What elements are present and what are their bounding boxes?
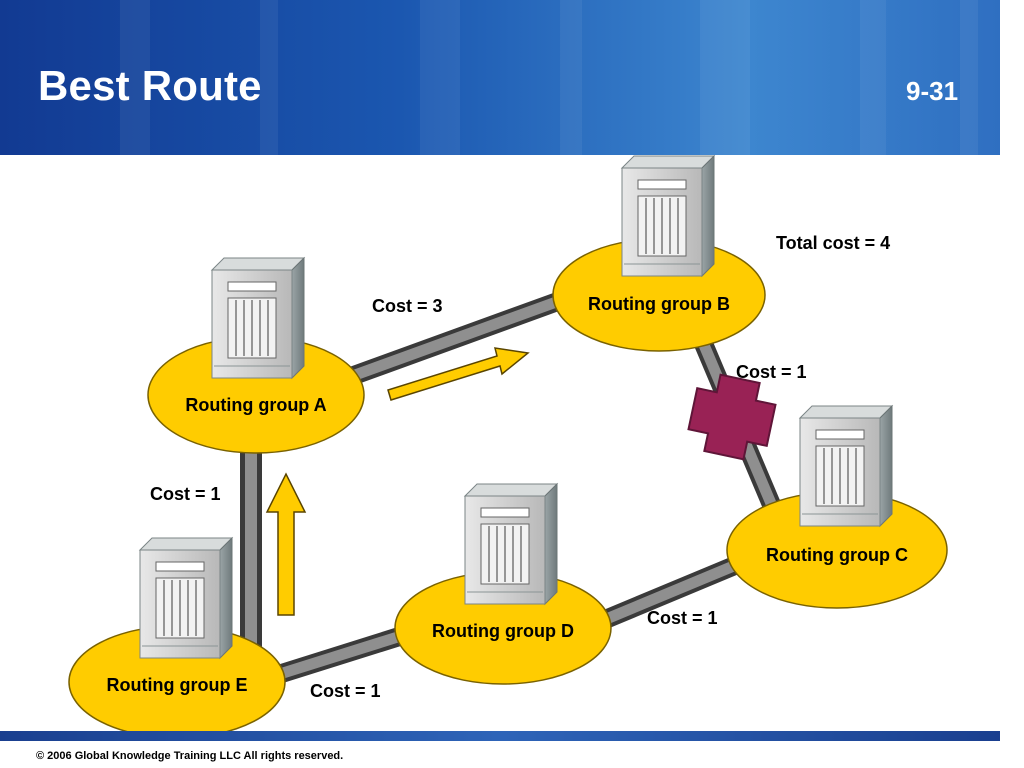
routing-group-d-label: Routing group D — [432, 621, 574, 641]
routing-group-d[interactable]: Routing group D — [394, 483, 612, 685]
routing-group-a[interactable]: Routing group A — [147, 257, 365, 454]
server-icon — [211, 257, 305, 379]
cost-label-e-a: Cost = 1 — [150, 484, 221, 504]
title-banner — [0, 0, 1000, 155]
route-arrow-diagonal-icon — [387, 347, 530, 401]
routing-group-e-label: Routing group E — [107, 675, 248, 695]
cost-label-b-c: Cost = 1 — [736, 362, 807, 382]
footer-bar — [0, 731, 1000, 741]
cost-label-a-b: Cost = 3 — [372, 296, 443, 316]
routing-group-b[interactable]: Routing group B — [552, 155, 766, 352]
copyright-text: © 2006 Global Knowledge Training LLC All… — [36, 750, 344, 762]
routing-group-b-label: Routing group B — [588, 294, 730, 314]
route-arrow-up-icon — [265, 472, 307, 616]
link-e-a — [240, 440, 262, 655]
routing-group-a-label: Routing group A — [185, 395, 326, 415]
server-icon — [464, 483, 558, 605]
routing-group-c[interactable]: Routing group C — [726, 405, 948, 609]
slide-title: Best Route — [38, 62, 262, 109]
server-icon — [621, 155, 715, 277]
routing-group-c-label: Routing group C — [766, 545, 908, 565]
cost-label-d-e: Cost = 1 — [310, 681, 381, 701]
cost-label-c-d: Cost = 1 — [647, 608, 718, 628]
routing-group-e[interactable]: Routing group E — [68, 537, 286, 739]
link-c-d — [576, 546, 764, 639]
total-cost-label: Total cost = 4 — [776, 233, 890, 253]
slide-number: 9-31 — [906, 76, 959, 106]
server-icon — [799, 405, 893, 527]
link-failure-marker-icon — [687, 373, 777, 461]
server-icon — [139, 537, 233, 659]
